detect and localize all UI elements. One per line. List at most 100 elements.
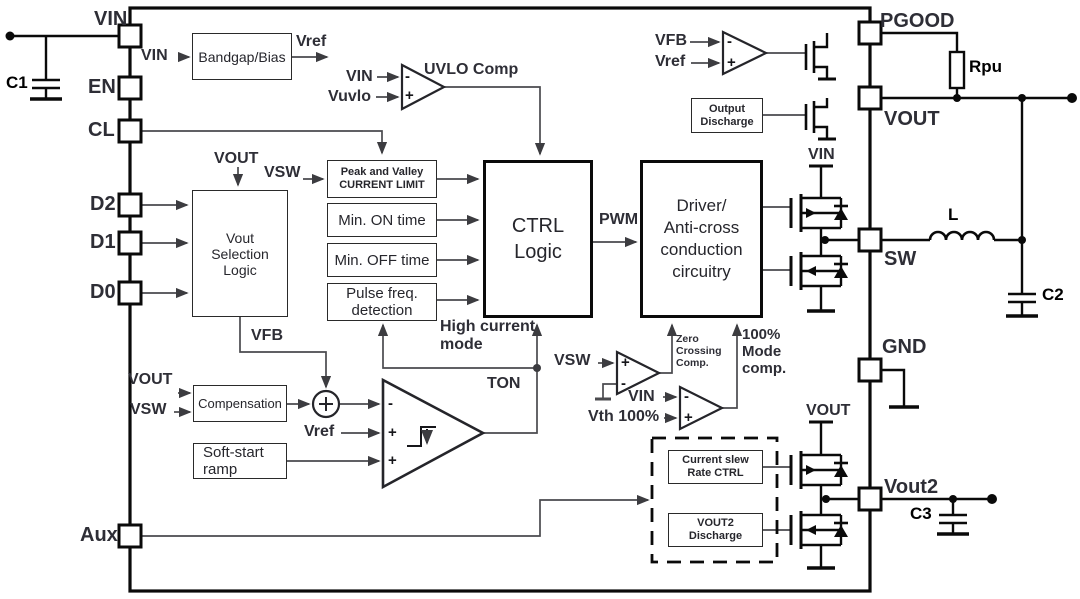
net-label-vref-bandgap: Vref	[296, 33, 327, 50]
pin-cl	[117, 118, 143, 144]
wire-cl	[141, 130, 388, 155]
pin-vout2	[857, 486, 883, 512]
block-current-slew-rate-ctrl: Current slew Rate CTRL	[668, 450, 763, 484]
summing-junction	[311, 389, 341, 419]
pin-label-d0: D0	[90, 281, 116, 303]
cap-c3-label: C3	[910, 504, 932, 523]
uvlo-minus: -	[405, 68, 410, 85]
pin-label-d1: D1	[90, 231, 116, 253]
net-label-vref-amp: Vref	[304, 423, 335, 440]
block-compensation: Compensation	[193, 385, 287, 422]
net-label-vfb: VFB	[251, 327, 283, 344]
block-driver-anticross: Driver/ Anti-cross conduction circuitry	[640, 160, 763, 318]
wire-aux	[141, 494, 650, 537]
pin-vout	[857, 85, 883, 111]
wire-zero-crossing	[659, 323, 678, 374]
erramp-plus1: +	[388, 424, 397, 441]
error-comparator	[381, 377, 486, 490]
zero-crossing-comparator	[615, 350, 662, 396]
block-pulse-freq-detection: Pulse freq. detection	[327, 283, 437, 321]
pin-pgood	[857, 20, 883, 46]
pin-label-d2: D2	[90, 193, 116, 215]
net-label-vuvlo: Vuvlo	[328, 88, 371, 105]
net-label-vin-100: VIN	[628, 388, 655, 405]
block-ctrl-logic: CTRL Logic	[483, 160, 593, 318]
block-min-on-time: Min. ON time	[327, 203, 437, 237]
pin-d2	[117, 192, 143, 218]
pct-minus: -	[684, 388, 689, 405]
mosfet-lowside-sw	[789, 240, 848, 313]
block-output-discharge: Output Discharge	[691, 98, 763, 133]
net-label-ton: TON	[487, 375, 521, 392]
zc-plus: +	[621, 354, 630, 371]
net-label-vin-uvlo: VIN	[346, 68, 373, 85]
net-label-pwm: PWM	[599, 211, 639, 228]
net-label-vsw-peak: VSW	[264, 164, 301, 181]
cap-c1-label: C1	[6, 73, 28, 92]
power-wires	[5, 31, 1077, 536]
resistor-rpu-label: Rpu	[969, 57, 1003, 76]
zero-crossing-comp-label: Zero Crossing Comp.	[676, 333, 722, 369]
block-peak-valley-current-limit: Peak and Valley CURRENT LIMIT	[327, 160, 437, 198]
net-label-vout-comp: VOUT	[128, 371, 173, 388]
net-label-vsw-comp: VSW	[130, 401, 167, 418]
pgood-plus: +	[727, 54, 736, 71]
inductor	[928, 230, 996, 241]
block-vout2-discharge: VOUT2 Discharge	[668, 513, 763, 547]
pin-vin	[117, 23, 143, 49]
mosfet-highside-sw	[789, 194, 848, 240]
net-label-vsw-zc: VSW	[554, 352, 591, 369]
pin-d0	[117, 280, 143, 306]
mode-100-comp-label: 100% Mode comp.	[742, 326, 787, 377]
block-soft-start-ramp: Soft-start ramp	[193, 443, 287, 479]
zc-minus: -	[621, 375, 626, 392]
uvlo-comparator	[400, 63, 447, 111]
wire-ton	[483, 323, 543, 434]
mosfet-lowside-vout2	[789, 499, 848, 570]
block-vout-selection: Vout Selection Logic	[192, 190, 288, 317]
pin-sw	[857, 227, 883, 253]
wire-vfb	[239, 317, 332, 389]
pin-aux	[117, 523, 143, 549]
pct-plus: +	[684, 409, 693, 426]
net-label-vout-selection: VOUT	[214, 150, 259, 167]
net-label-high-current-mode: High current mode	[440, 318, 536, 353]
hysteresis-icon	[407, 426, 436, 447]
net-label-vfb-pgood: VFB	[655, 32, 687, 49]
pin-label-vout: VOUT	[884, 108, 940, 130]
mode-100-comparator	[678, 385, 725, 431]
dashed-group-box	[650, 436, 779, 564]
uvlo-comp-label: UVLO Comp	[424, 61, 519, 78]
net-label-vref-pgood: Vref	[655, 53, 686, 70]
pin-en	[117, 75, 143, 101]
mosfet-highside-vout2	[789, 451, 881, 503]
net-label-vin-bandgap: VIN	[141, 47, 168, 64]
net-label-vin-supply: VIN	[808, 146, 835, 163]
pin-label-sw: SW	[884, 248, 917, 270]
uvlo-plus: +	[405, 87, 414, 104]
pgood-comparator	[721, 30, 769, 76]
pin-label-vin: VIN	[94, 8, 128, 30]
wire-uvlo-ctrl	[444, 86, 546, 156]
pgood-minus: -	[727, 33, 732, 50]
pin-label-pgood: PGOOD	[880, 10, 955, 32]
pin-label-vout2: Vout2	[884, 476, 939, 498]
mosfet-pgood	[804, 33, 836, 81]
pin-gnd	[857, 357, 883, 383]
erramp-plus2: +	[388, 452, 397, 469]
pin-d1	[117, 230, 143, 256]
ic-pins	[117, 20, 883, 549]
mosfet-output-discharge	[804, 98, 836, 141]
pin-label-aux: Aux	[80, 524, 118, 546]
pin-label-en: EN	[88, 76, 116, 98]
pin-label-gnd: GND	[882, 336, 927, 358]
signal-wires	[141, 36, 806, 537]
erramp-minus: -	[388, 395, 393, 412]
wire-100-mode	[722, 323, 743, 409]
block-bandgap: Bandgap/Bias	[192, 33, 292, 80]
inductor-l-label: L	[948, 205, 959, 224]
block-min-off-time: Min. OFF time	[327, 243, 437, 277]
cap-c2-label: C2	[1042, 285, 1064, 304]
